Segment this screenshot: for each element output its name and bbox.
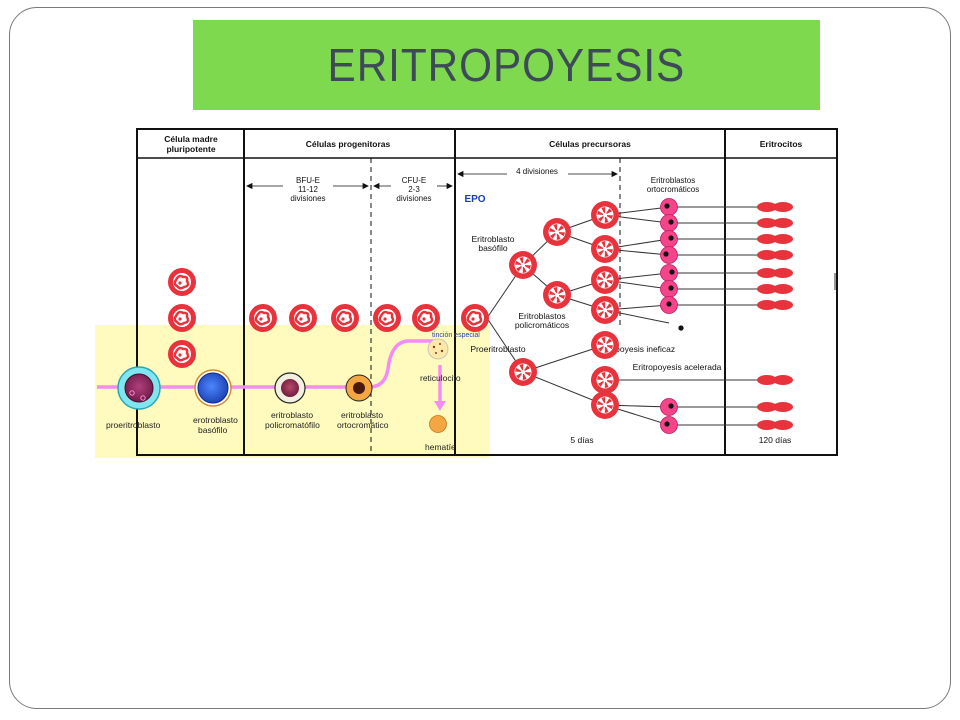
epo-label: EPO [464, 194, 485, 205]
precursor-cell-l2-bottom [543, 281, 571, 309]
erythrocyte-accel-3 [757, 420, 793, 430]
orthochromatic-accel-2 [660, 416, 678, 434]
annotation-cells [117, 338, 449, 433]
cinco-dias-label: 5 días [570, 435, 593, 445]
proerythroblast-cell [461, 304, 489, 332]
pink-path [97, 339, 446, 411]
progenitor-cell-3 [331, 304, 359, 332]
header-madre-2: pluripotente [166, 144, 215, 154]
orthochromatic-cell-7 [660, 296, 678, 314]
bfu-label-3: divisiones [290, 194, 325, 203]
overlay-ortocromatico-2: ortocromático [337, 420, 389, 430]
header-progenitoras: Células progenitoras [306, 139, 391, 149]
ciento-veinte-dias-label: 120 días [759, 435, 792, 445]
diagram-frame [136, 128, 838, 456]
orthochromatic-accel-1 [660, 398, 678, 416]
erythrocyte-accel [757, 375, 793, 385]
orthochromatic-cell-1 [660, 198, 678, 216]
progenitor-cell-2 [289, 304, 317, 332]
overlay-erotroblasto-2: basófilo [198, 425, 228, 435]
header-eritrocitos: Eritrocitos [760, 139, 803, 149]
proerythroblast-accelerated [509, 358, 537, 386]
cfu-label-2: 2-3 [408, 185, 420, 194]
cfu-label-3: divisiones [396, 194, 431, 203]
orthochromatic-cell-5 [660, 264, 678, 282]
overlay-policromatofilo-1: eritroblasto [271, 410, 313, 420]
precursor-cell-l3-4 [591, 296, 619, 324]
header-madre-1: Célula madre [164, 134, 218, 144]
divisiones-label: 4 divisiones [516, 167, 558, 176]
orthochromatic-cell-2 [660, 214, 678, 232]
header-precursoras: Células precursoras [549, 139, 631, 149]
erythrocyte-4 [757, 250, 793, 260]
acelerada-label: Eritropoyesis acelerada [633, 362, 722, 372]
erythrocyte-2 [757, 218, 793, 228]
erythrocyte-5 [757, 268, 793, 278]
cfu-label-1: CFU-E [402, 176, 426, 185]
progenitor-cell-4 [373, 304, 401, 332]
overlay-ortocromatico-1: eritroblasto [341, 410, 383, 420]
erythrocyte-3 [757, 234, 793, 244]
basophilic-erythroblast [509, 251, 537, 279]
span-arrows [246, 170, 618, 190]
stem-cell-middle [168, 304, 196, 332]
stem-cell-bottom [168, 340, 196, 368]
orthochromatic-cell-3 [660, 230, 678, 248]
precursor-cell-l3-3 [591, 266, 619, 294]
orthochromatic-cell-4 [660, 246, 678, 264]
overlay-reticulocito: reticulocito [420, 373, 461, 383]
precursor-cell-l3-1 [591, 201, 619, 229]
basofilo-label-2: basófilo [478, 243, 508, 253]
erythrocyte-1 [757, 202, 793, 212]
progenitor-cell-5 [412, 304, 440, 332]
title-banner: ERITROPOYESIS [193, 20, 820, 110]
bfu-label-1: BFU-E [296, 176, 320, 185]
overlay-proeritroblasto: proeritroblasto [106, 420, 161, 430]
ineficaz-label: Eritropoyesis ineficaz [595, 344, 675, 354]
erythropoiesis-diagram: Célula madre pluripotente Células progen… [95, 128, 838, 458]
stem-cell-top [168, 268, 196, 296]
overlay-policromatofilo-2: policromatófilo [265, 420, 320, 430]
policromaticos-label-2: policromáticos [515, 320, 569, 330]
progenitor-cell-1 [249, 304, 277, 332]
precursor-cell-l3-2 [591, 235, 619, 263]
overlay-erotroblasto-1: erotroblasto [193, 415, 238, 425]
basofilo-label-1: Eritroblasto [472, 234, 515, 244]
accelerated-cell-2 [591, 391, 619, 419]
proeritroblasto-label: Proeritroblasto [470, 344, 526, 354]
accelerated-cell-1 [591, 366, 619, 394]
ortocromaticos-label-2: ortocromáticos [647, 185, 699, 194]
overlay-tincion: tinción especial [432, 332, 480, 339]
policromaticos-label-1: Eritroblastos [518, 311, 565, 321]
bfu-label-2: 11-12 [298, 185, 318, 194]
erythrocyte-7 [757, 300, 793, 310]
erythrocyte-accel-2 [757, 402, 793, 412]
extruded-nucleus [678, 325, 684, 331]
precursor-cell-l2-top [543, 218, 571, 246]
overlay-hematie: hematíe [425, 442, 456, 452]
ortocromaticos-label-1: Eritroblastos [651, 176, 695, 185]
ineffective-cell [591, 331, 619, 359]
cells [168, 198, 793, 434]
erythrocyte-6 [757, 284, 793, 294]
orthochromatic-cell-6 [660, 280, 678, 298]
slide-title: ERITROPOYESIS [327, 39, 686, 91]
